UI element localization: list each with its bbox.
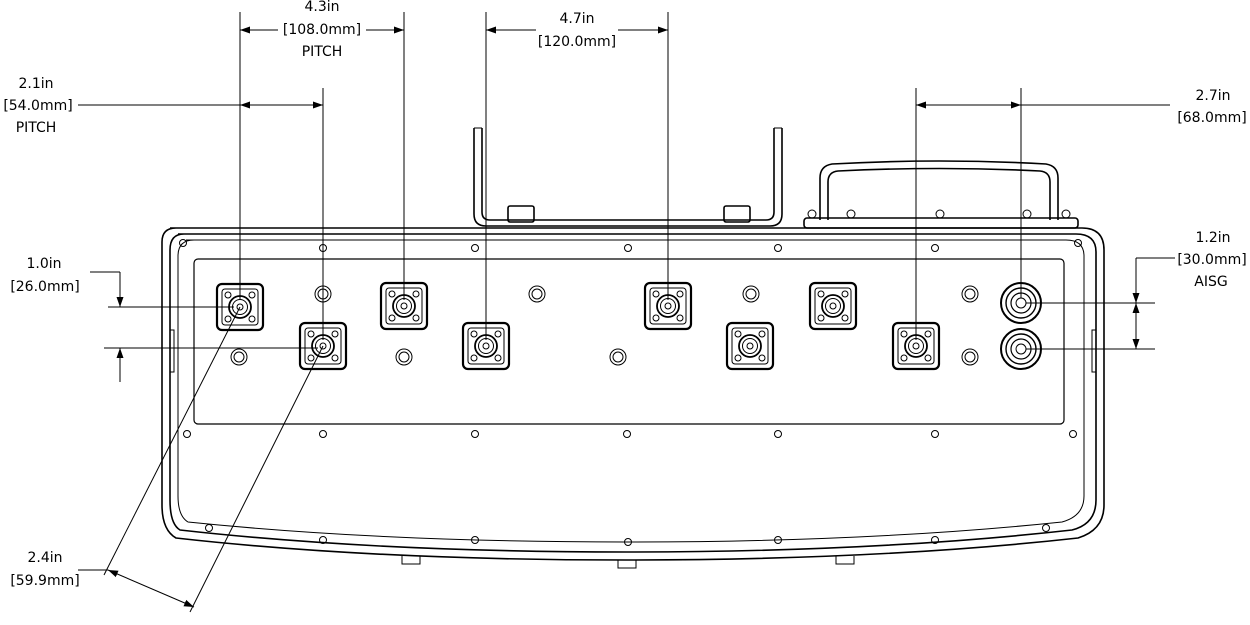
dim-26-mm: [26.0mm] [10, 279, 79, 295]
dimension-lines [78, 26, 1175, 608]
aisg-housing [803, 160, 1079, 229]
rf-connector [725, 321, 775, 371]
dim-68-mm: [68.0mm] [1177, 110, 1246, 126]
dim-120-in: 4.7in [559, 11, 594, 27]
dim-30-mm: [30.0mm] [1177, 252, 1246, 268]
dim-108-note: PITCH [302, 44, 343, 60]
dim-108-mm: [108.0mm] [283, 22, 361, 38]
dim-120-mm: [120.0mm] [538, 34, 616, 50]
mounting-bracket [473, 127, 783, 227]
rf-connector [808, 281, 858, 331]
dim-59-9-mm: [59.9mm] [10, 573, 79, 589]
dim-68-in: 2.7in [1195, 88, 1230, 104]
dimension-labels: 4.3in [108.0mm] PITCH 4.7in [120.0mm] 2.… [3, 0, 1246, 589]
rf-connectors [215, 281, 941, 371]
connector-panel [193, 258, 1065, 425]
dim-54-mm: [54.0mm] [3, 98, 72, 114]
dim-54-note: PITCH [16, 120, 57, 136]
extension-lines [103, 12, 1155, 613]
antenna-body [161, 227, 1105, 569]
dim-108-in: 4.3in [304, 0, 339, 15]
dim-30-note: AISG [1194, 274, 1227, 290]
dim-30-in: 1.2in [1195, 230, 1230, 246]
dim-26-in: 1.0in [26, 256, 61, 272]
dim-54-in: 2.1in [18, 76, 53, 92]
dim-59-9-in: 2.4in [27, 550, 62, 566]
